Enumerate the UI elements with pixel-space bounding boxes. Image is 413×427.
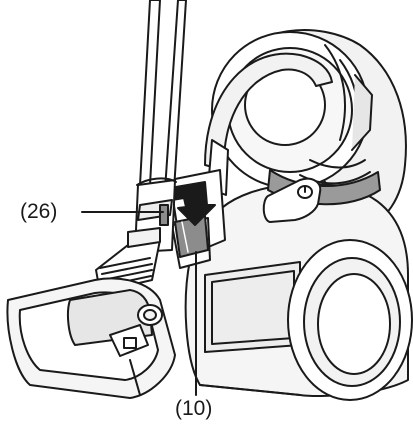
- floor-nozzle: [6, 277, 176, 399]
- callout-label-26: (26): [20, 200, 58, 223]
- callout-label-10: (10): [175, 397, 213, 420]
- rear-wheel: [287, 239, 413, 401]
- power-button: [262, 177, 322, 223]
- leader-lines: [81, 211, 197, 396]
- push-arrow: [169, 181, 216, 226]
